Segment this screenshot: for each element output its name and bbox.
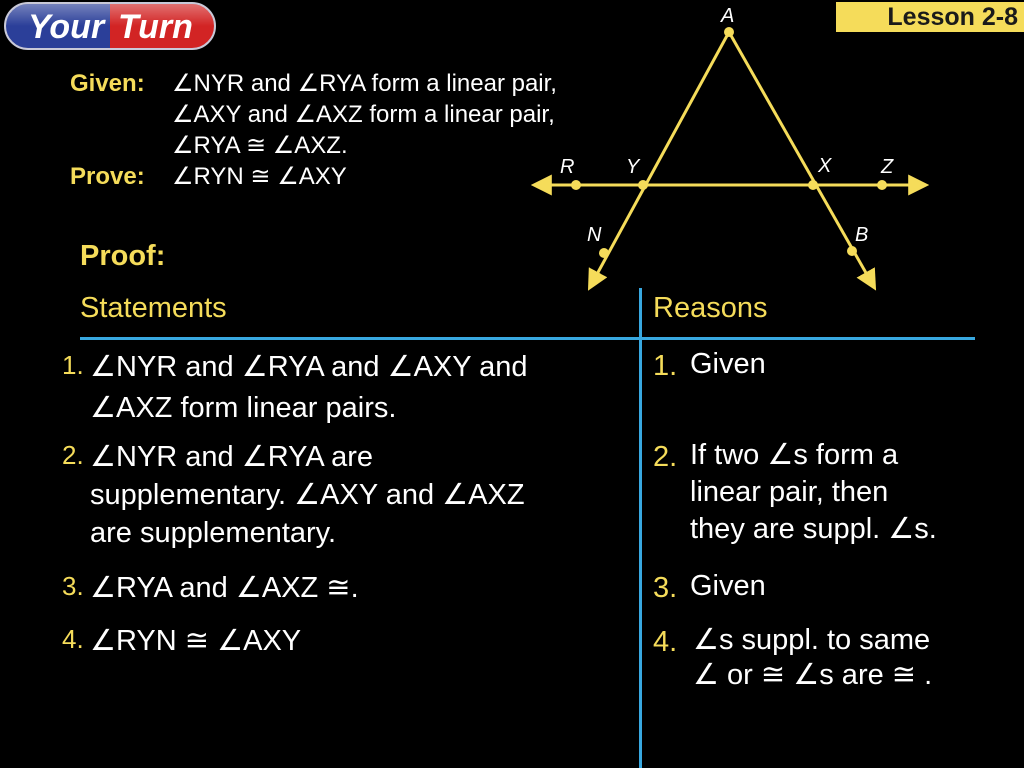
statement-4-line-1: ∠RYN ≅ ∠AXY	[90, 625, 302, 657]
point-y	[638, 180, 648, 190]
label-a: A	[720, 5, 734, 27]
statement-2-line-1: ∠NYR and ∠RYA are	[90, 441, 374, 473]
given-label: Given:	[70, 70, 145, 97]
reasons-header: Reasons	[653, 292, 768, 324]
reason-2-line-1: If two ∠s form a	[690, 439, 899, 471]
label-z: Z	[880, 156, 894, 178]
reason-2-line-3: they are suppl. ∠s.	[690, 513, 937, 545]
given-line-2: ∠AXY and ∠AXZ form a linear pair,	[172, 101, 555, 128]
reason-3-line-1: Given	[690, 570, 766, 602]
reason-number-1: 1.	[653, 350, 678, 382]
prove-label: Prove:	[70, 163, 145, 190]
reason-4-line-1: ∠s suppl. to same	[693, 624, 931, 656]
line-a-n	[587, 31, 731, 291]
given-line-3: ∠RYA ≅ ∠AXZ.	[172, 132, 348, 159]
reason-2-line-2: linear pair, then	[690, 476, 889, 508]
label-x: X	[817, 155, 832, 177]
line-a-b	[727, 31, 877, 291]
reason-4-line-2: ∠ or ≅ ∠s are ≅ .	[693, 659, 933, 691]
table-header-divider	[80, 337, 975, 340]
given-line-1: ∠NYR and ∠RYA form a linear pair,	[172, 70, 557, 97]
reason-number-4: 4.	[653, 626, 678, 658]
statement-2-line-2: supplementary. ∠AXY and ∠AXZ	[90, 479, 525, 511]
prove-statement: ∠RYN ≅ ∠AXY	[172, 163, 347, 190]
reason-1-line-1: Given	[690, 348, 766, 380]
reason-number-3: 3.	[653, 572, 678, 604]
point-b	[847, 246, 857, 256]
point-r	[571, 180, 581, 190]
lesson-tab: Lesson 2-8	[836, 2, 1024, 32]
table-column-divider	[639, 288, 642, 768]
your-turn-badge: Your Turn	[4, 2, 216, 50]
statement-1-line-2: ∠AXZ form linear pairs.	[90, 392, 397, 424]
statements-header: Statements	[80, 292, 227, 324]
point-x	[808, 180, 818, 190]
statement-number-1: 1.	[62, 350, 84, 380]
label-n: N	[587, 224, 602, 246]
point-a	[724, 27, 734, 37]
point-z	[877, 180, 887, 190]
statement-number-4: 4.	[62, 624, 84, 654]
label-b: B	[855, 224, 868, 246]
statement-number-2: 2.	[62, 440, 84, 470]
triangle-diagram: A R Y X Z N B	[530, 5, 930, 291]
label-y: Y	[626, 156, 641, 178]
statement-number-3: 3.	[62, 571, 84, 601]
point-n	[599, 248, 609, 258]
badge-turn-text: Turn	[118, 8, 193, 46]
label-r: R	[560, 156, 574, 178]
statement-2-line-3: are supplementary.	[90, 517, 337, 549]
statement-1-line-1: ∠NYR and ∠RYA and ∠AXY and	[90, 351, 528, 383]
proof-title: Proof:	[80, 240, 166, 272]
reason-number-2: 2.	[653, 441, 678, 473]
badge-your-text: Your	[28, 8, 105, 46]
statement-3-line-1: ∠RYA and ∠AXZ ≅.	[90, 572, 359, 604]
